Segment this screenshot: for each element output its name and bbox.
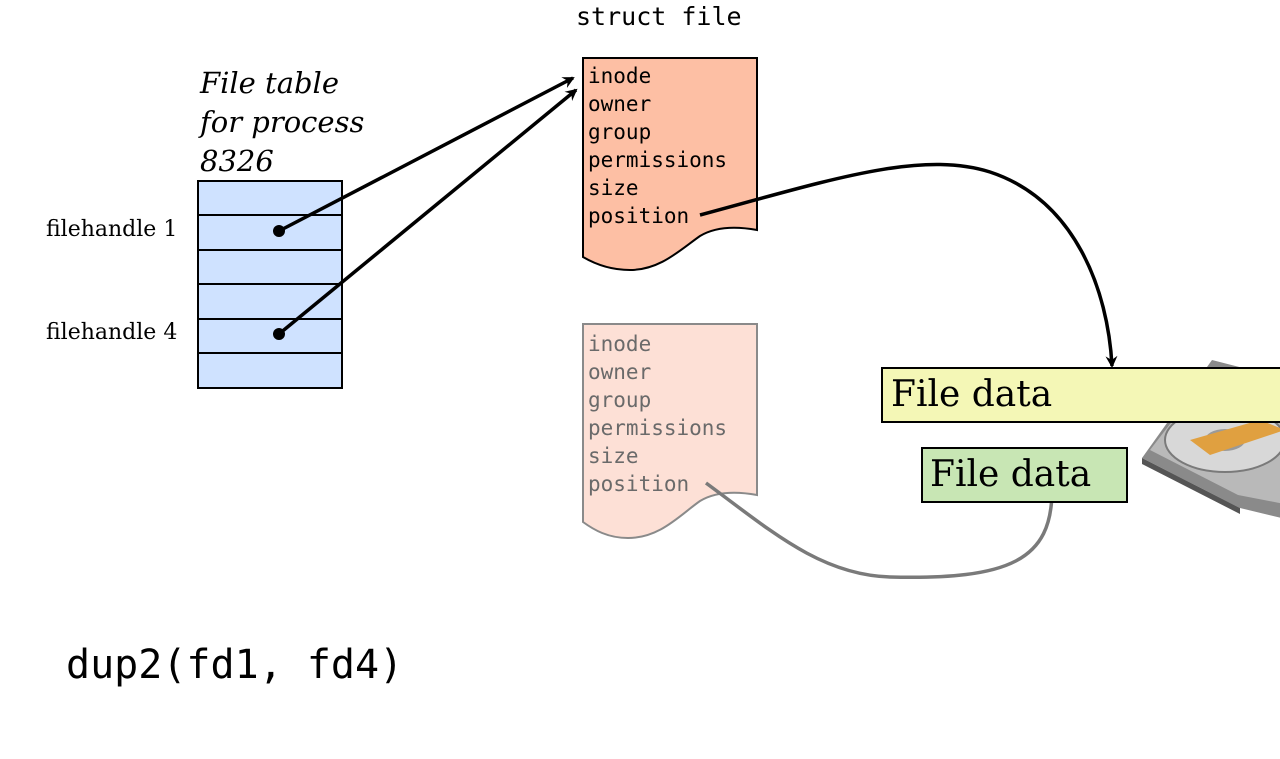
- arrow-fh1-to-struct: [278, 76, 575, 233]
- arrow-position-faded: [704, 481, 1058, 580]
- caption-line: File table: [200, 66, 339, 100]
- file-table: [197, 180, 343, 389]
- field-permissions: permissions: [588, 148, 728, 172]
- struct-file-faded-fields: inode owner group permissions size posit…: [588, 330, 727, 498]
- arrow-fh4-to-struct: [277, 88, 578, 336]
- struct-file-shape: [582, 57, 758, 272]
- field-inode: inode: [588, 332, 652, 356]
- field-size: size: [588, 176, 639, 200]
- field-owner: owner: [588, 360, 652, 384]
- field-position: position: [588, 204, 690, 228]
- filehandle-4-label: filehandle 4: [46, 320, 178, 345]
- field-position: position: [588, 472, 690, 496]
- struct-file-title: struct file: [576, 2, 742, 31]
- field-size: size: [588, 444, 639, 468]
- field-group: group: [588, 388, 652, 412]
- struct-file-fields: inode owner group permissions size posit…: [588, 62, 727, 230]
- field-permissions: permissions: [588, 416, 728, 440]
- field-group: group: [588, 120, 652, 144]
- struct-file-faded-shape: [582, 323, 758, 540]
- field-owner: owner: [588, 92, 652, 116]
- field-inode: inode: [588, 64, 652, 88]
- file-data-box-old: File data: [921, 447, 1128, 503]
- filehandle-1-label: filehandle 1: [46, 217, 178, 242]
- file-data-box: File data: [881, 367, 1280, 423]
- arrow-position-to-data: [699, 162, 1118, 368]
- caption-line: for process: [200, 105, 365, 139]
- caption-line: 8326: [200, 144, 274, 178]
- code-dup2-call: dup2(fd1, fd4): [66, 642, 404, 688]
- file-table-caption: File table for process 8326: [200, 64, 364, 181]
